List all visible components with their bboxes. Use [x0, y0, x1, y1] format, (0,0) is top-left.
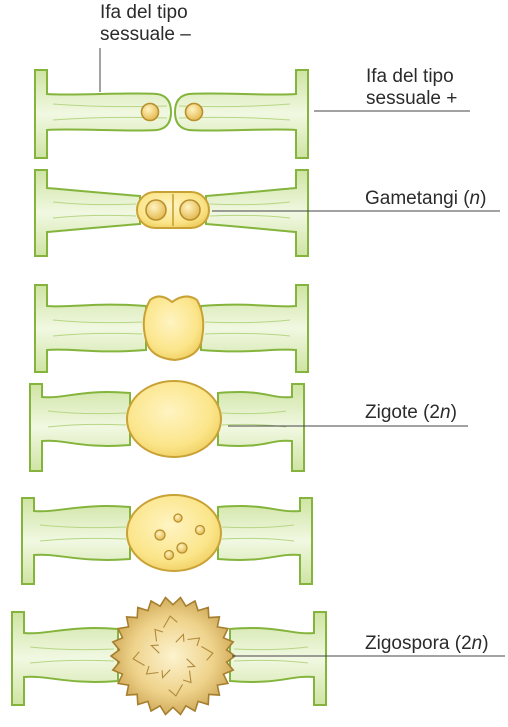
hypha-plus — [217, 497, 313, 585]
hypha-streak — [221, 524, 295, 529]
diploid-nucleus — [194, 524, 206, 536]
hypha-pair — [34, 284, 309, 373]
hypha-streak — [29, 659, 115, 664]
hypha-plus — [217, 383, 305, 472]
stage-plasmogamia — [142, 295, 205, 362]
hypha-pair — [11, 611, 327, 706]
label-zigospora-n: n — [471, 633, 483, 654]
label-hypha-minus: Ifa del tipo sessuale – — [100, 2, 191, 46]
hypha-streak — [52, 201, 137, 206]
diploid-nucleus — [154, 529, 166, 541]
hypha-streak — [233, 646, 309, 651]
hypha-minus — [34, 69, 173, 159]
label-hypha-plus: Ifa del tipo sessuale + — [366, 66, 457, 110]
label-zigote: Zigote (2n) — [365, 402, 457, 424]
hypha-pair — [34, 169, 309, 257]
hypha-streak — [209, 214, 291, 219]
hyphae-layer — [11, 69, 327, 706]
stage-zigospora — [109, 596, 237, 716]
zygospore-wall — [109, 596, 237, 716]
hypha-streak — [204, 332, 291, 337]
hypha-minus — [21, 497, 131, 585]
zygospore-ornament — [182, 670, 192, 684]
hypha-minus — [34, 284, 147, 373]
zygospore-ornament — [187, 637, 201, 647]
hypha-streak — [209, 201, 291, 206]
diploid-nucleus — [163, 549, 175, 561]
zygospore-ornament — [201, 646, 214, 661]
leader-lines — [99, 48, 505, 657]
hypha-plus — [173, 69, 309, 159]
zygospore-ornament — [145, 665, 159, 675]
hypha-streak — [221, 410, 287, 415]
karyogamy-cell — [126, 494, 222, 572]
hypha-plus — [205, 169, 309, 257]
stage-zigote — [126, 380, 222, 458]
stage-progametangi — [140, 102, 204, 122]
hypha-streak — [39, 537, 127, 542]
fused-cell — [142, 295, 205, 362]
label-hypha-plus-line2: sessuale + — [366, 88, 458, 109]
label-gametangi-close: ) — [480, 188, 487, 209]
zygospore-ornament — [175, 633, 185, 643]
label-zigospora-text: Zigospora (2 — [365, 633, 472, 654]
zygospore-ornament — [163, 615, 178, 628]
stage-cariogamia — [126, 494, 222, 572]
gametangium-nucleus-left — [145, 199, 167, 221]
label-hypha-minus-line2: sessuale – — [100, 24, 191, 45]
hypha-minus — [29, 383, 131, 472]
hypha-streak — [39, 524, 127, 529]
zygospore-ornament — [150, 644, 160, 654]
hypha-pair — [34, 69, 309, 159]
hypha-minus — [34, 169, 141, 257]
hypha-streak — [47, 423, 127, 428]
hypha-plus — [229, 611, 327, 706]
zygospore-ornament — [168, 684, 183, 697]
zygote-cell — [126, 380, 222, 458]
zygospore-ornament — [132, 651, 145, 666]
hypha-streak — [52, 214, 137, 219]
hypha-streak — [52, 332, 143, 337]
diploid-nucleus — [173, 513, 183, 523]
label-zigote-text: Zigote (2 — [365, 402, 440, 423]
hypha-minus — [11, 611, 119, 706]
hypha-streak — [204, 319, 291, 324]
label-zigote-n: n — [439, 402, 451, 423]
gametangium-nucleus-right — [179, 199, 201, 221]
label-gametangi-text: Gametangi ( — [365, 188, 470, 209]
hypha-streak — [52, 319, 143, 324]
label-hypha-plus-line1: Ifa del tipo — [366, 66, 454, 87]
label-gametangi: Gametangi (n) — [365, 188, 486, 210]
hypha-streak — [29, 646, 115, 651]
nucleus-plus — [184, 102, 204, 122]
hypha-pair — [29, 383, 305, 472]
zygospore-ornament — [186, 658, 196, 668]
zygospore-ornament — [154, 628, 164, 642]
hypha-streak — [221, 537, 295, 542]
zygospore-ornament — [161, 669, 171, 679]
label-zigospora-close: ) — [482, 633, 489, 654]
hypha-pair — [21, 497, 313, 585]
hypha-streak — [233, 659, 309, 664]
label-hypha-minus-line1: Ifa del tipo — [100, 2, 188, 23]
hypha-streak — [47, 410, 127, 415]
label-zigote-close: ) — [450, 402, 457, 423]
label-gametangi-n: n — [469, 188, 481, 209]
diploid-nucleus — [176, 542, 188, 554]
label-zigospora: Zigospora (2n) — [365, 633, 489, 655]
nucleus-minus — [140, 102, 160, 122]
hypha-plus — [200, 284, 309, 373]
stage-gametangi — [136, 191, 210, 229]
